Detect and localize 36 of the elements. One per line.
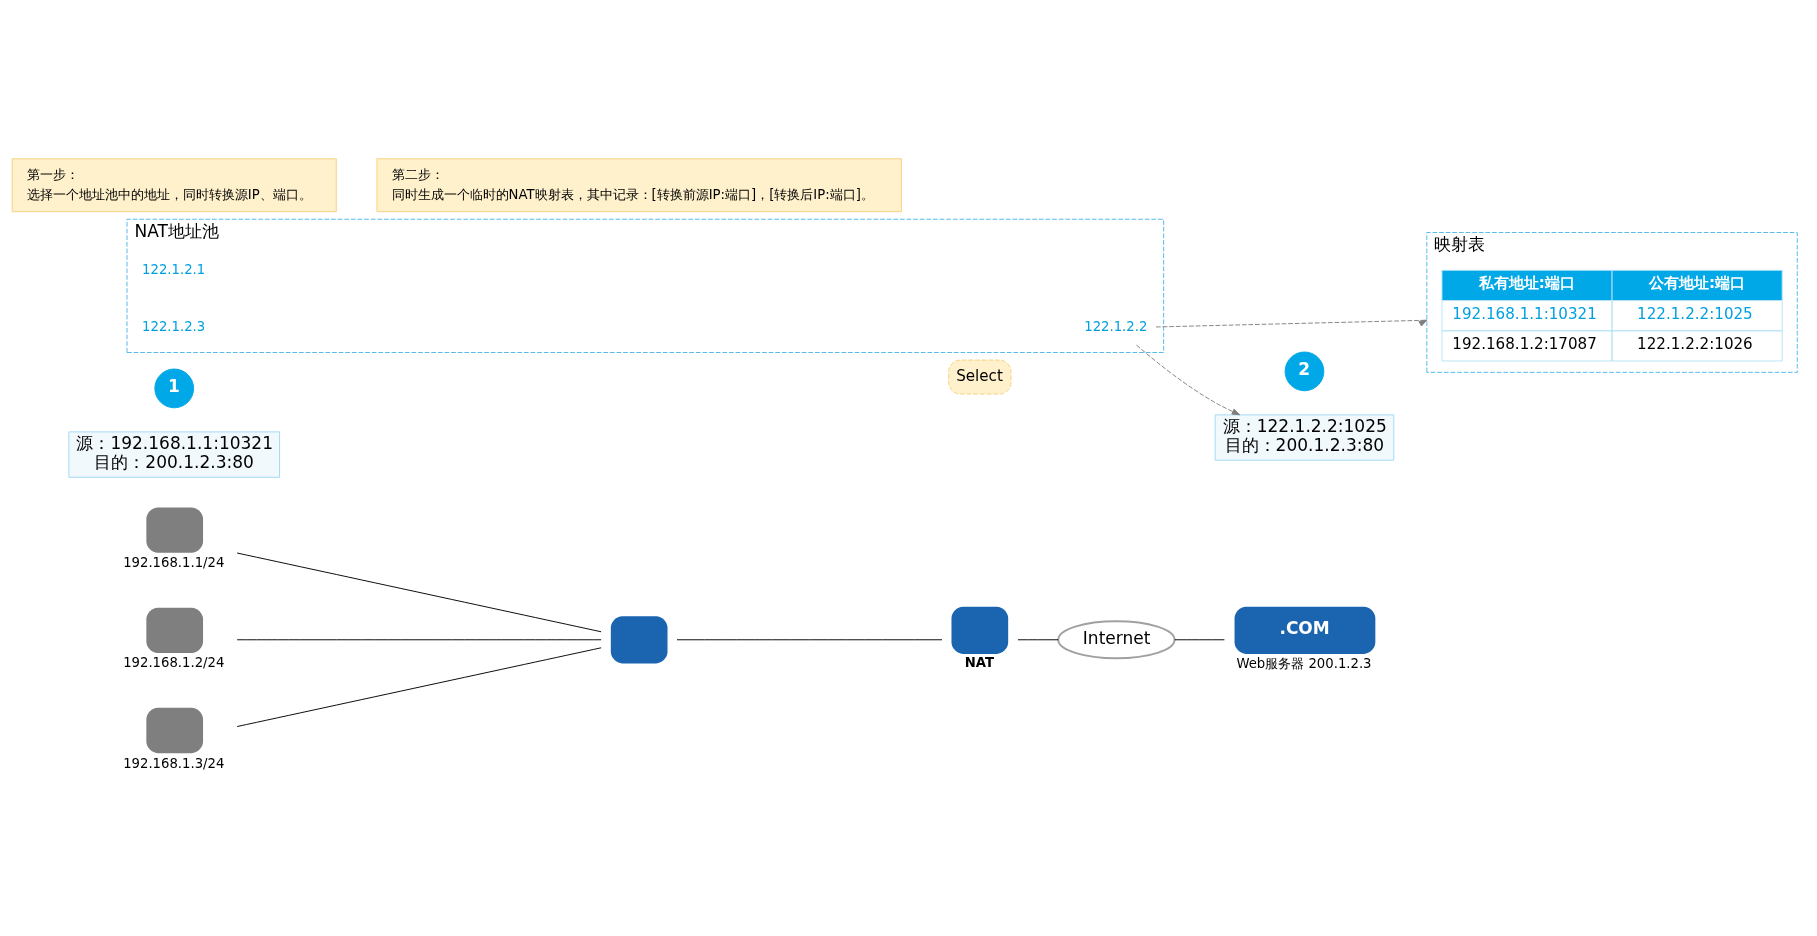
node-box — [951, 606, 1009, 654]
label: 私有地址:端口 — [1478, 273, 1575, 292]
connector — [1017, 638, 1059, 640]
connector — [236, 552, 602, 632]
node-text: 122.1.2.1 — [142, 261, 206, 277]
connector — [236, 638, 602, 640]
connector — [676, 638, 943, 640]
node-label: 192.168.1.2/24 — [123, 654, 225, 670]
node-label: 192.168.1.3/24 — [123, 755, 225, 771]
label: 公有地址:端口 — [1648, 273, 1745, 292]
arrow — [1136, 344, 1241, 415]
node-label: Web服务器 200.1.2.3 — [1236, 655, 1372, 671]
node-text: 122.1.2.2 — [1084, 318, 1148, 334]
label: 122.1.2.2:1025 — [1637, 304, 1753, 323]
node-box: .COM — [1234, 606, 1376, 654]
node-label: 192.168.1.1/24 — [123, 554, 225, 570]
label: 192.168.1.1:10321 — [1452, 304, 1597, 323]
label: 122.1.2.2:1026 — [1637, 334, 1753, 353]
node-circle: 1 — [154, 368, 195, 408]
node-text: 122.1.2.3 — [142, 318, 206, 334]
node-box: 第一步： 选择一个地址池中的地址，同时转换源IP、端口。 — [11, 157, 337, 212]
node-box — [146, 507, 204, 553]
node-box — [146, 607, 204, 653]
node-box — [610, 615, 668, 663]
node-box: 源：192.168.1.1:10321 目的：200.1.2.3:80 — [68, 430, 281, 478]
node-box: 第二步： 同时生成一个临时的NAT映射表，其中记录：[转换前源IP:端口]，[转换后IP:端口]。 — [376, 157, 902, 212]
node-ellipse: Internet — [1057, 619, 1176, 659]
node-box — [146, 707, 204, 753]
connector — [236, 646, 602, 727]
label: 192.168.1.2:17087 — [1452, 334, 1597, 353]
connector — [1174, 638, 1225, 640]
arrow — [1155, 319, 1428, 327]
node-box: 源：122.1.2.2:1025 目的：200.1.2.3:80 — [1214, 413, 1395, 461]
node-circle: 2 — [1284, 351, 1325, 391]
node-box: Select — [948, 359, 1012, 395]
node-label: NAT — [964, 654, 994, 670]
